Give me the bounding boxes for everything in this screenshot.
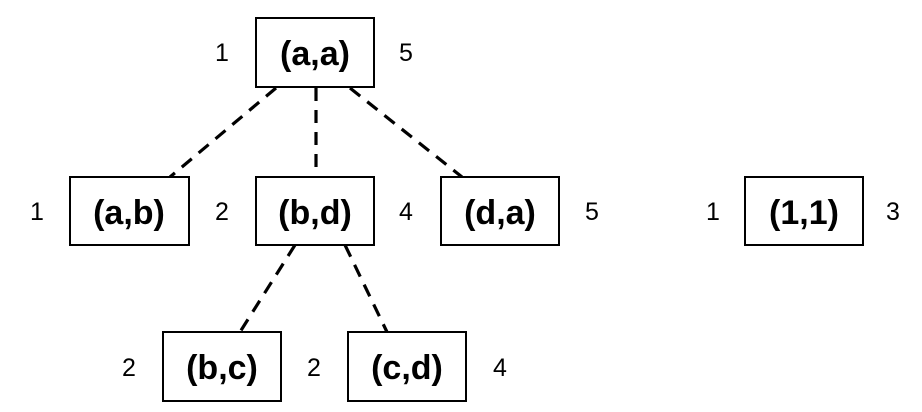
node-left-value: 1: [706, 198, 720, 226]
node-label: (c,d): [371, 349, 443, 387]
edge-aa-da: [349, 86, 463, 179]
node-box: [255, 17, 375, 88]
node-box: [440, 176, 560, 246]
edge-bd-bc: [238, 244, 297, 333]
node-right-value: 3: [886, 198, 900, 226]
node-right-value: 5: [585, 198, 599, 226]
node-box: [162, 331, 282, 402]
node-aa: (a,a) 1 5: [215, 17, 413, 88]
node-box: [255, 176, 375, 246]
node-bc: (b,c) 2 2: [122, 331, 321, 402]
node-label: (b,c): [186, 349, 258, 387]
edge-aa-ab: [168, 86, 278, 179]
node-box: [347, 331, 467, 402]
node-right-value: 2: [215, 198, 229, 226]
node-box: [744, 176, 864, 246]
node-left-value: 1: [215, 39, 229, 67]
node-label: (a,b): [93, 194, 165, 232]
node-cd: (c,d) 4: [347, 331, 507, 402]
node-bd: (b,d) 4: [255, 176, 413, 246]
node-right-value: 4: [399, 198, 413, 226]
node-ab: (a,b) 1 2: [30, 176, 229, 246]
node-left-value: 2: [122, 354, 136, 382]
node-label: (d,a): [464, 194, 536, 232]
edges: [168, 86, 463, 333]
node-label: (1,1): [769, 194, 839, 232]
node-box: [69, 176, 190, 246]
node-label: (a,a): [280, 35, 350, 73]
node-label: (b,d): [278, 194, 352, 232]
node-right-value: 5: [399, 39, 413, 67]
node-right-value: 4: [493, 354, 507, 382]
edge-bd-cd: [343, 244, 389, 333]
node-da: (d,a) 5: [440, 176, 599, 246]
node-one-one: (1,1) 1 3: [706, 176, 900, 246]
node-left-value: 1: [30, 198, 44, 226]
node-right-value: 2: [307, 354, 321, 382]
